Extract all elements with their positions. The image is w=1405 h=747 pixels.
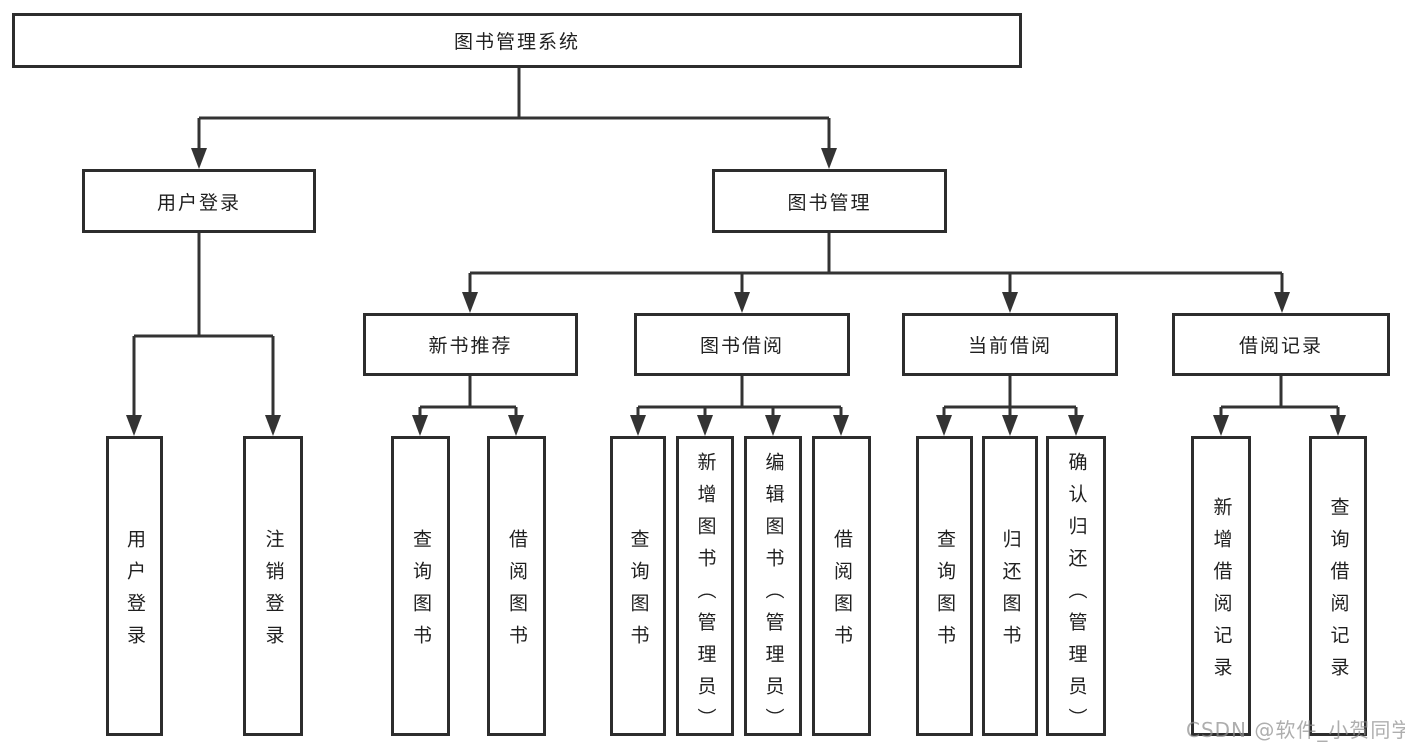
node-bb-borrow-book: 借阅图书 (812, 436, 871, 736)
node-nbr-query-book: 查询图书 (391, 436, 450, 736)
node-logout: 注销登录 (243, 436, 303, 736)
node-book-borrowing: 图书借阅 (634, 313, 850, 376)
node-cb-confirm-return-admin: 确认归还（管理员） (1046, 436, 1106, 740)
node-book-management: 图书管理 (712, 169, 947, 233)
node-new-book-recommend: 新书推荐 (363, 313, 578, 376)
node-br-query-record: 查询借阅记录 (1309, 436, 1367, 736)
node-bb-edit-book-admin: 编辑图书（管理员） (744, 436, 802, 740)
node-borrowing-records: 借阅记录 (1172, 313, 1390, 376)
node-root: 图书管理系统 (12, 13, 1022, 68)
node-nbr-borrow-book: 借阅图书 (487, 436, 546, 736)
node-current-borrowing: 当前借阅 (902, 313, 1118, 376)
node-cb-query-book: 查询图书 (916, 436, 973, 736)
node-user-login-group: 用户登录 (82, 169, 316, 233)
node-bb-add-book-admin: 新增图书（管理员） (676, 436, 734, 740)
node-br-add-record: 新增借阅记录 (1191, 436, 1251, 736)
node-user-login: 用户登录 (106, 436, 163, 736)
node-bb-query-book: 查询图书 (610, 436, 666, 736)
arrow-down-icons (126, 148, 1346, 436)
node-cb-return-book: 归还图书 (982, 436, 1038, 736)
watermark: CSDN @软件_小贺同学 (1186, 718, 1405, 742)
